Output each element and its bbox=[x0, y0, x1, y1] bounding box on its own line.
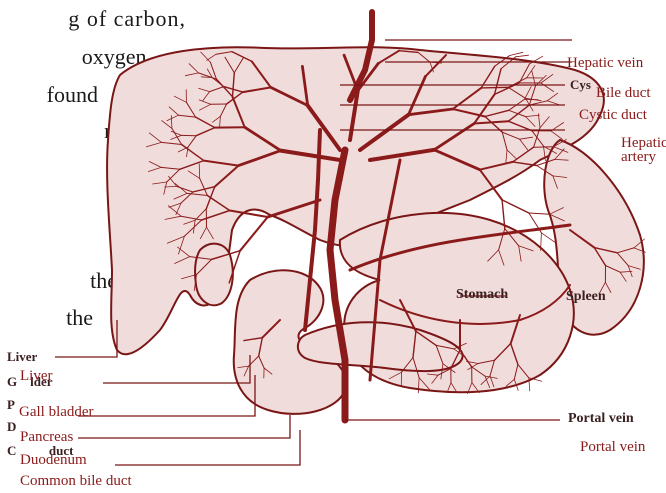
gall-bladder-shape bbox=[195, 244, 233, 306]
leader-common-bile-duct bbox=[115, 430, 300, 465]
vessel-branch bbox=[502, 200, 529, 213]
original-label-spleen: Spleen bbox=[566, 290, 606, 305]
label-portal-vein: Portal vein bbox=[580, 440, 645, 456]
original-label-pancreas: P bbox=[7, 398, 15, 412]
original-label-duodenum: D bbox=[7, 420, 16, 434]
label-pancreas: Pancreas bbox=[20, 430, 73, 446]
label-liver: Liver bbox=[20, 369, 52, 385]
leader-duodenum bbox=[78, 415, 290, 438]
label-common-bile-duct: Common bile duct bbox=[20, 474, 132, 490]
label-cystic-duct: Cystic duct bbox=[579, 108, 647, 124]
leader-liver bbox=[55, 320, 117, 357]
original-label-portal-vein: Portal vein bbox=[568, 412, 634, 427]
vessel-branch bbox=[199, 164, 200, 179]
original-label-stomach: Stomach bbox=[456, 288, 508, 303]
label-duodenum: Duodenum bbox=[20, 453, 87, 469]
vessel-branch bbox=[529, 213, 550, 214]
original-label-liver: Liver bbox=[7, 350, 37, 364]
vessel-branch bbox=[510, 52, 523, 55]
vessel-branch bbox=[481, 87, 508, 88]
label-gall-bladder: Gall bladder bbox=[19, 405, 94, 421]
vessel-branch bbox=[240, 217, 268, 251]
label-bile-duct: Bile duct bbox=[596, 86, 651, 102]
leader-gall-bladder bbox=[103, 355, 250, 383]
leader-pancreas bbox=[78, 375, 255, 416]
original-label-cystic: Cys bbox=[570, 78, 591, 92]
vessel-branch bbox=[516, 55, 529, 57]
label-hepatic-vein: Hepatic vein bbox=[567, 56, 643, 72]
organ-shapes bbox=[107, 47, 644, 414]
label-hepatic-artery: Hepatic artery bbox=[621, 136, 666, 165]
